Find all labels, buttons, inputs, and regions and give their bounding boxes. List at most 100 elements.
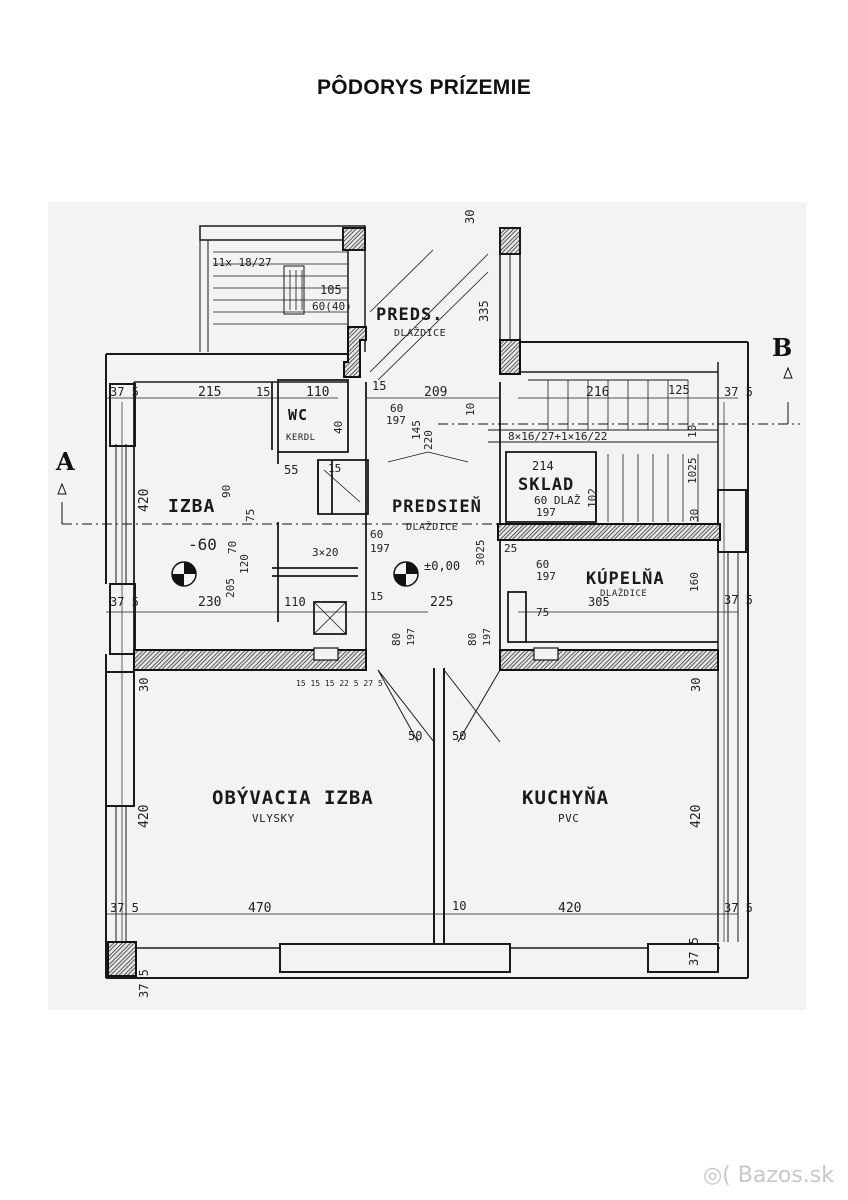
dim-30-top: 30 bbox=[463, 210, 477, 224]
wall-hatched-right bbox=[499, 649, 719, 671]
dim-216: 216 bbox=[586, 385, 609, 400]
wall-hatched-left bbox=[133, 649, 367, 671]
dim-10-bottom: 10 bbox=[452, 899, 466, 913]
dim-15-a: 15 bbox=[256, 385, 270, 399]
dim-37-5-tr: 37 5 bbox=[724, 385, 753, 399]
dim-420-kuch: 420 bbox=[689, 805, 704, 828]
dim-197-wc: 197 bbox=[386, 414, 406, 427]
room-name-kuchyna: KUCHYŇA bbox=[522, 786, 609, 809]
level-marker-predsien: ±0,00 bbox=[393, 559, 460, 587]
dim-30-sklad: 30 bbox=[688, 509, 701, 522]
dim-305: 305 bbox=[588, 595, 610, 609]
level-label-predsien: ±0,00 bbox=[424, 559, 460, 573]
room-floor-kuchyna: PVC bbox=[558, 812, 579, 825]
dim-1025: 1025 bbox=[686, 458, 699, 485]
room-name-izba: IZBA bbox=[168, 496, 215, 517]
dim-70: 70 bbox=[226, 541, 239, 554]
dim-60-kup: 60 bbox=[536, 558, 549, 571]
room-floor-kupelna: DLAŽDICE bbox=[600, 587, 647, 599]
dim-3x20: 3×20 bbox=[312, 546, 339, 559]
watermark-text: Bazos.sk bbox=[737, 1163, 834, 1188]
vent-left bbox=[313, 647, 339, 661]
dim-75-kup: 75 bbox=[536, 606, 549, 619]
dim-50-r: 50 bbox=[452, 729, 466, 743]
dim-215: 215 bbox=[198, 385, 221, 400]
dim-15-60: 15 bbox=[328, 462, 341, 475]
preds-column-right bbox=[499, 339, 521, 375]
dim-110-b: 110 bbox=[284, 595, 306, 609]
dim-40-wc: 40 bbox=[332, 421, 345, 434]
dim-470: 470 bbox=[248, 901, 271, 916]
outer-walls bbox=[105, 341, 749, 979]
corner-column bbox=[107, 941, 137, 977]
dim-60-wc: 60 bbox=[390, 402, 403, 415]
dim-37-5-bottom-r: 37 5 bbox=[687, 937, 701, 966]
room-name-kupelna: KÚPELŇA bbox=[586, 567, 665, 589]
section-axis-a: A bbox=[55, 447, 500, 525]
level-label-izba: -60 bbox=[188, 535, 217, 554]
dim-60-dlaz: 60 DLAŽ bbox=[534, 494, 581, 507]
dim-80-r: 80 bbox=[466, 633, 479, 646]
dim-55: 55 bbox=[284, 463, 298, 477]
dim-small: 15 15 15 22 5 27 5 bbox=[296, 679, 383, 688]
dim-37-5-tl: 37 5 bbox=[110, 385, 139, 399]
dim-197-r: 197 bbox=[482, 628, 493, 646]
dim-60-40: 60(40) bbox=[312, 300, 352, 313]
floor-plan-drawing: A B -60 ±0,00 PREDS. DLAŽDICE WC KERDL I… bbox=[48, 202, 806, 1010]
dim-60-pred: 60 bbox=[370, 528, 383, 541]
wall-hatched-kupelna bbox=[497, 523, 721, 541]
dim-125: 125 bbox=[668, 383, 690, 397]
dim-37-5-bottom-l: 37 5 bbox=[137, 969, 151, 998]
entry-porch bbox=[199, 225, 521, 381]
room-floor-wc: KERDL bbox=[286, 433, 316, 443]
dim-30-obyv: 30 bbox=[137, 678, 151, 692]
room-floor-obyvacia: VLYSKY bbox=[252, 812, 295, 825]
dim-25: 25 bbox=[504, 542, 517, 555]
dim-420-obyv: 420 bbox=[137, 805, 152, 828]
dim-120: 120 bbox=[238, 554, 251, 574]
page-title: PÔDORYS PRÍZEMIE bbox=[316, 76, 532, 99]
dim-197-sklad: 197 bbox=[536, 506, 556, 519]
dim-30-kuch: 30 bbox=[689, 678, 703, 692]
dim-50-l: 50 bbox=[408, 729, 422, 743]
axis-label-a: A bbox=[55, 447, 75, 476]
dim-steps-right: 8×16/27+1×16/22 bbox=[508, 430, 607, 443]
dim-37-5-bl: 37 5 bbox=[110, 901, 139, 915]
dim-420-bottom: 420 bbox=[558, 901, 581, 916]
dim-10-sklad: 10 bbox=[686, 425, 699, 438]
dim-197-l: 197 bbox=[406, 628, 417, 646]
dim-15-b: 15 bbox=[372, 379, 386, 393]
dim-15-pred: 15 bbox=[370, 590, 383, 603]
dim-225: 225 bbox=[430, 595, 453, 610]
dim-205: 205 bbox=[224, 578, 237, 598]
dim-197-kup: 197 bbox=[536, 570, 556, 583]
dim-145: 145 bbox=[410, 420, 423, 440]
dimension-labels: 37 5 215 15 110 15 209 216 125 37 5 105 … bbox=[110, 210, 753, 998]
dim-90: 90 bbox=[220, 485, 233, 498]
dim-37-5-mr: 37 5 bbox=[724, 593, 753, 607]
dim-10: 10 bbox=[464, 403, 477, 416]
dim-220: 220 bbox=[422, 430, 435, 450]
room-name-preds: PREDS. bbox=[376, 305, 443, 325]
dim-102: 102 bbox=[586, 488, 599, 508]
dim-420-izba: 420 bbox=[137, 489, 152, 512]
dim-75: 75 bbox=[244, 509, 257, 522]
level-marker-izba: -60 bbox=[171, 535, 217, 587]
preds-column bbox=[343, 326, 367, 378]
interior-walls bbox=[133, 379, 718, 944]
room-name-sklad: SKLAD bbox=[518, 475, 574, 495]
room-name-obyvacia: OBÝVACIA IZBA bbox=[212, 785, 374, 809]
dim-105: 105 bbox=[320, 283, 342, 297]
floor-plan-svg: A B -60 ±0,00 PREDS. DLAŽDICE WC KERDL I… bbox=[55, 210, 800, 998]
dim-110-a: 110 bbox=[306, 385, 329, 400]
dim-197-pred: 197 bbox=[370, 542, 390, 555]
dim-37-5-ml: 37 5 bbox=[110, 595, 139, 609]
watermark-logo-icon: ◎( bbox=[702, 1163, 738, 1188]
dim-37-5-br: 37 5 bbox=[724, 901, 753, 915]
dim-160: 160 bbox=[688, 572, 701, 592]
dim-214: 214 bbox=[532, 459, 554, 473]
room-name-wc: WC bbox=[288, 406, 308, 424]
dim-80-l: 80 bbox=[390, 633, 403, 646]
dimension-lines bbox=[106, 397, 738, 942]
dim-230: 230 bbox=[198, 595, 221, 610]
